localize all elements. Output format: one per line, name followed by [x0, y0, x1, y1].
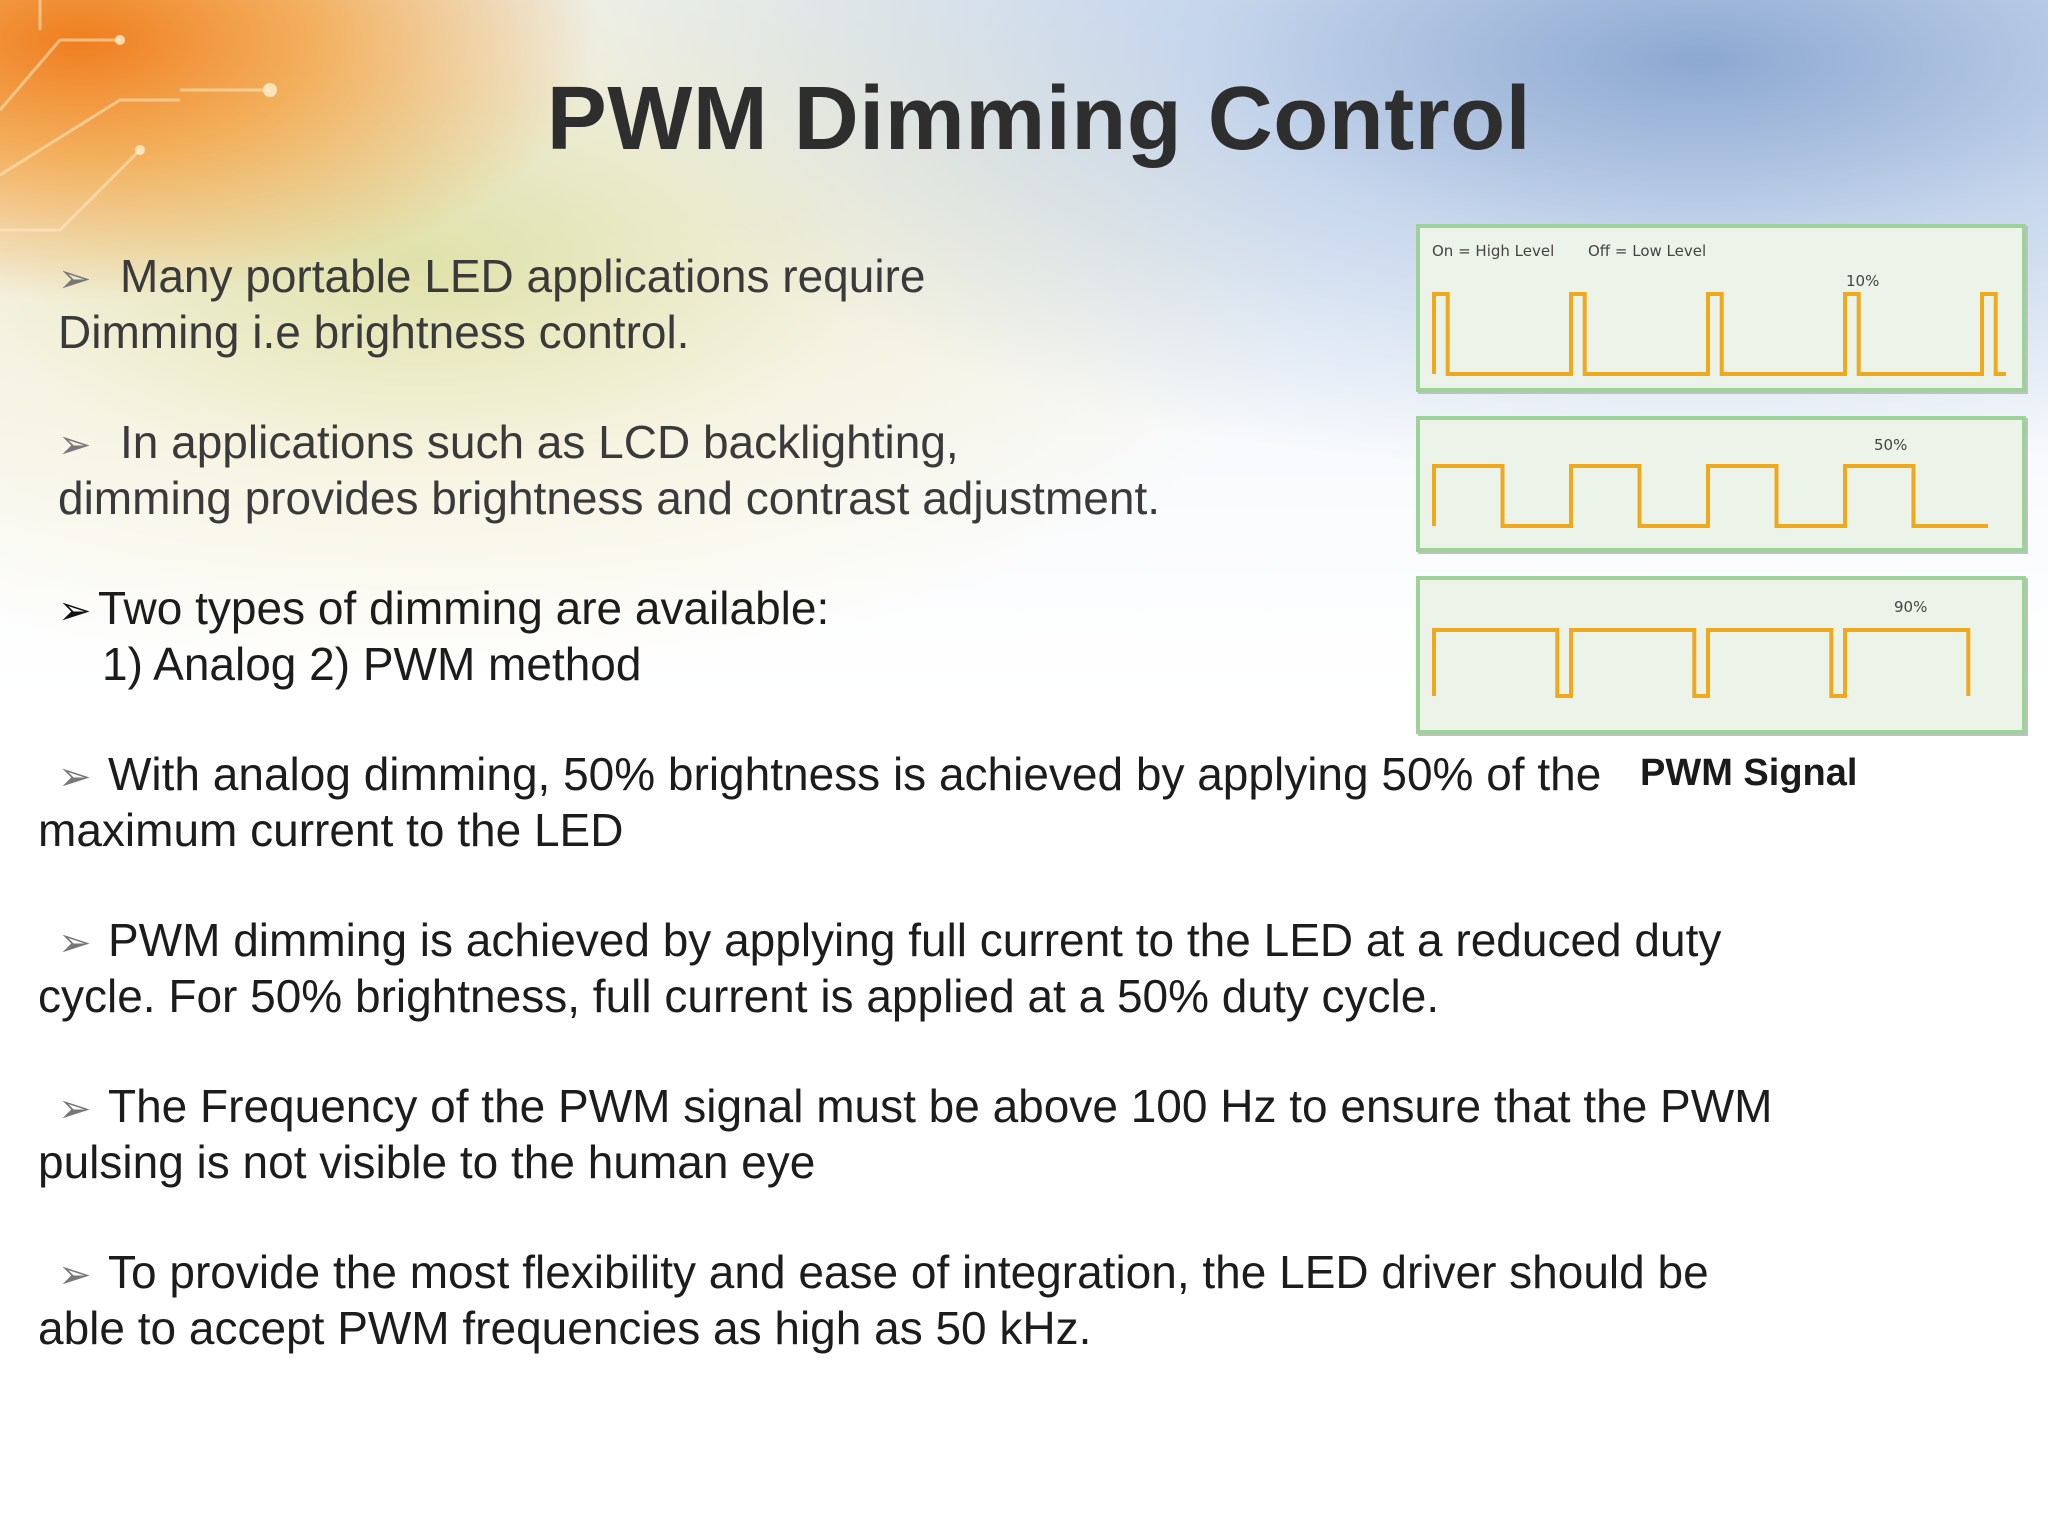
duty-label: 50%: [1874, 436, 1908, 454]
circuit-decoration: [0, 0, 277, 232]
slide-title: PWM Dimming Control: [546, 69, 1532, 169]
figure-caption: PWM Signal: [1640, 752, 1858, 794]
waveform-50: [1432, 464, 1988, 528]
hollow-arrow-icon: ➢: [58, 755, 92, 799]
duty-label: 10%: [1846, 272, 1880, 290]
hollow-arrow-icon: ➢: [58, 1253, 92, 1297]
hollow-arrow-icon: ➢: [58, 1087, 92, 1131]
bullet-continuation: cycle. For 50% brightness, full current …: [38, 970, 1440, 1022]
bullet-text: In applications such as LCD backlighting…: [120, 416, 959, 468]
bullet-continuation: able to accept PWM frequencies as high a…: [38, 1302, 1092, 1354]
hollow-arrow-icon: ➢: [58, 921, 92, 965]
pwm-signal-trace: [1432, 464, 1988, 528]
bullet-text: To provide the most flexibility and ease…: [108, 1246, 1709, 1298]
bullet-item: ➢ PWM dimming is achieved by applying ful…: [58, 912, 1721, 971]
bullet-item: ➢ Many portable LED applications require: [58, 248, 925, 307]
solid-arrow-icon: ➢: [58, 589, 92, 633]
legend-off-label: Off = Low Level: [1588, 242, 1707, 260]
waveform-panel: 90%: [1416, 576, 2026, 734]
hollow-arrow-icon: ➢: [58, 257, 92, 301]
bullet-continuation: maximum current to the LED: [38, 804, 624, 856]
legend-on-label: On = High Level: [1432, 242, 1555, 260]
bullet-item: ➢ In applications such as LCD backlightin…: [58, 414, 959, 473]
bullet-text: With analog dimming, 50% brightness is a…: [108, 748, 1602, 800]
duty-label: 90%: [1894, 598, 1928, 616]
bullet-text: Two types of dimming are available:: [98, 582, 830, 634]
bullet-continuation: pulsing is not visible to the human eye: [38, 1136, 816, 1188]
waveform-panel: 50%: [1416, 416, 2026, 552]
waveform-10: [1432, 292, 2006, 376]
bullet-continuation: dimming provides brightness and contrast…: [58, 472, 1161, 524]
pwm-signal-trace: [1432, 628, 1971, 698]
bullet-continuation: Dimming i.e brightness control.: [58, 306, 690, 358]
pwm-signal-trace: [1432, 292, 2006, 376]
bullet-text: Many portable LED applications require: [120, 250, 926, 302]
bullet-item: ➢Two types of dimming are available:: [58, 580, 829, 639]
bullet-text: The Frequency of the PWM signal must be …: [108, 1080, 1773, 1132]
bullet-item: ➢ The Frequency of the PWM signal must be…: [58, 1078, 1772, 1137]
waveform-panel: On = High Level Off = Low Level 10%: [1416, 224, 2026, 392]
bullet-text: PWM dimming is achieved by applying full…: [108, 914, 1722, 966]
bullet-continuation: 1) Analog 2) PWM method: [102, 638, 642, 690]
waveform-90: [1432, 628, 1971, 698]
bullet-item: ➢ To provide the most flexibility and eas…: [58, 1244, 1709, 1303]
bullet-item: ➢ With analog dimming, 50% brightness is …: [58, 746, 1601, 805]
hollow-arrow-icon: ➢: [58, 423, 92, 467]
